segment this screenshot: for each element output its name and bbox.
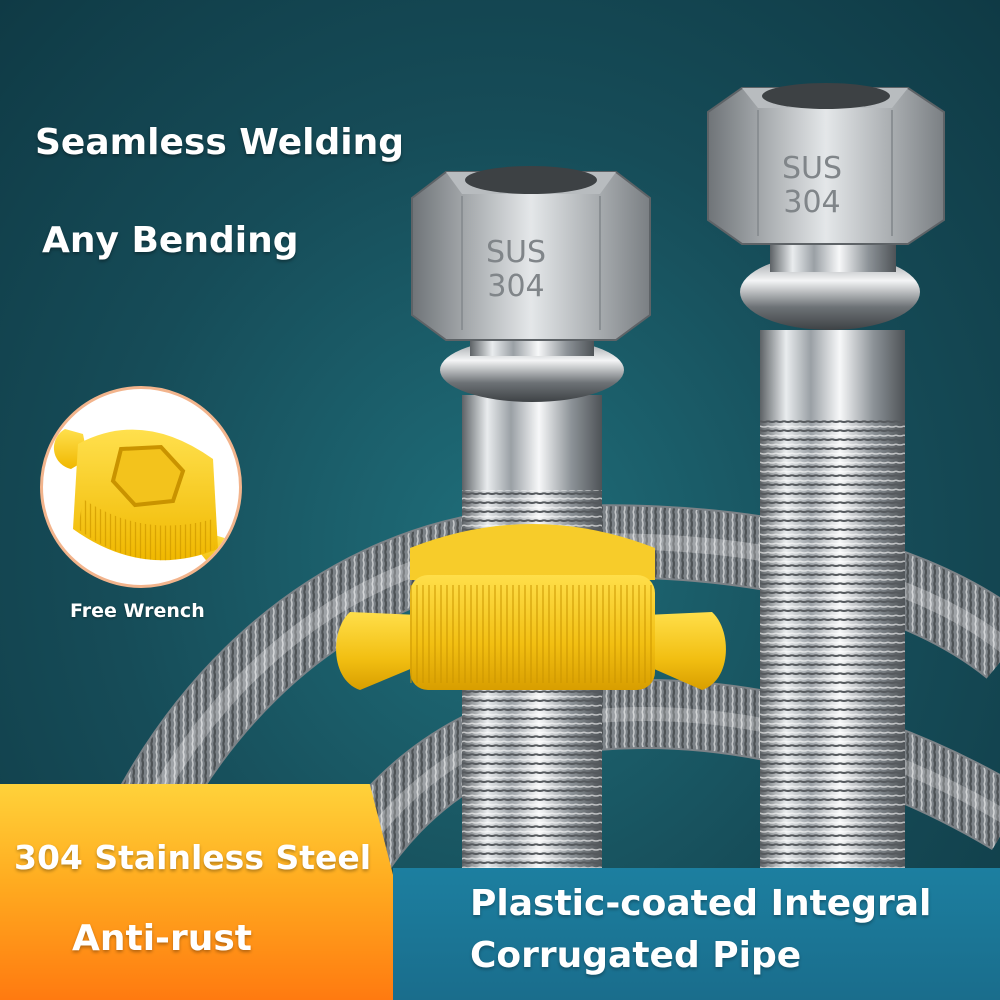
material-banner [0,784,425,1000]
right-nut-text-2: 304 [783,185,840,220]
anti-rust-text: Anti-rust [72,918,252,959]
feature-seamless-welding: Seamless Welding [35,122,404,163]
right-pipe: SUS 304 [707,83,945,890]
wrench-on-pipe [336,524,726,690]
left-nut-text-2: 304 [487,269,544,304]
pipe-text-line1: Plastic-coated Integral [470,883,932,924]
free-wrench-caption: Free Wrench [70,600,205,622]
free-wrench-badge [40,386,242,588]
left-nut-text-1: SUS [486,235,546,270]
feature-any-bending: Any Bending [42,220,299,261]
material-text: 304 Stainless Steel [14,838,372,877]
pipe-banner [393,868,1000,1000]
pipe-text-line2: Corrugated Pipe [470,935,802,976]
right-nut-text-1: SUS [782,151,842,186]
wrench-icon [53,429,236,570]
